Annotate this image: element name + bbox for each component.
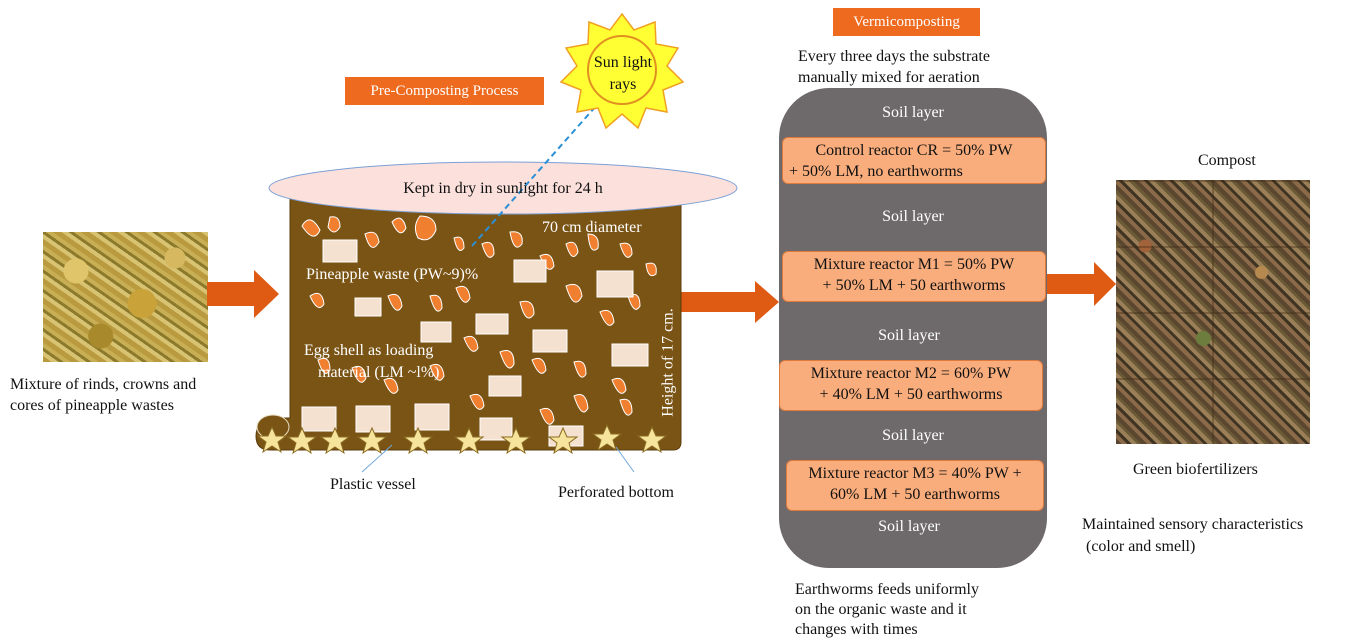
reactor-m1-line2: + 50% LM + 50 earthworms [822, 277, 1006, 294]
output-note-line2: (color and smell) [1086, 538, 1196, 555]
reactor-cr-line1: Control reactor CR = 50% PW [815, 142, 1013, 159]
arrow-right-icon [1046, 262, 1116, 306]
reactor-cr-line2: + 50% LM, no earthworms [789, 163, 963, 180]
pineapple-pieces [301, 215, 657, 425]
compost-title: Compost [1198, 152, 1256, 169]
perforated-bottom-leader [615, 446, 635, 473]
soil-layer-label: Soil layer [882, 427, 944, 444]
arrow-right-icon [207, 270, 279, 318]
soil-layer-label: Soil layer [882, 104, 944, 121]
vermicomposting-footer-line2: on the organic waste and it [795, 601, 967, 618]
reactor-m3-line2: 60% LM + 50 earthworms [830, 486, 1000, 503]
reactor-m3-line1: Mixture reactor M3 = 40% PW + [808, 465, 1022, 482]
sun-ray-line [471, 87, 613, 247]
raw-material-caption: Mixture of rinds, crowns and cores of pi… [10, 376, 197, 414]
reactor-m2-line2: + 40% LM + 50 earthworms [819, 386, 1003, 403]
output-note-line1: Maintained sensory characteristics [1082, 516, 1304, 533]
vermicomposting-note-line2: manually mixed for aeration [798, 69, 980, 86]
lid-text: Kept in dry in sunlight for 24 h [403, 180, 603, 197]
reactor-m2-line1: Mixture reactor M2 = 60% PW [810, 365, 1012, 382]
plastic-vessel-leader [361, 444, 393, 473]
pineapple-waste-photo [43, 232, 208, 362]
height-label: Height of 17 cm. [659, 308, 677, 417]
diameter-label: 70 cm diameter [542, 219, 642, 236]
sun-icon [559, 12, 685, 130]
vermicomposting-footer-line3: changes with times [795, 621, 918, 638]
reactor-box-m3: Mixture reactor M3 = 40% PW + 60% LM + 5… [786, 460, 1044, 511]
egg-shell-label-line2: material (LM ~l%) [318, 364, 440, 381]
perforated-bottom-label: Perforated bottom [558, 484, 674, 501]
perforation-stars [256, 423, 668, 455]
vermicomposting-footer-line1: Earthworms feeds uniformly [795, 581, 979, 598]
precomposting-title: Pre-Composting Process [345, 77, 544, 105]
reactor-box-m1: Mixture reactor M1 = 50% PW + 50% LM + 5… [782, 251, 1046, 302]
vermicomposting-note-line1: Every three days the substrate [798, 48, 990, 65]
sun-label-line2: rays [609, 76, 637, 93]
soil-layer-label: Soil layer [882, 208, 944, 225]
soil-layer-label: Soil layer [878, 327, 940, 344]
soil-layer-label: Soil layer [878, 518, 940, 535]
pineapple-waste-label: Pineapple waste (PW~9)% [306, 266, 479, 283]
reactor-box-m2: Mixture reactor M2 = 60% PW + 40% LM + 5… [779, 360, 1043, 411]
compost-photo [1116, 180, 1310, 444]
arrow-right-icon [681, 281, 779, 323]
reactor-m1-line1: Mixture reactor M1 = 50% PW [813, 256, 1015, 273]
reactor-box-cr: Control reactor CR = 50% PW + 50% LM, no… [782, 137, 1046, 184]
egg-shell-pieces [301, 239, 649, 447]
sun-label-line1: Sun light [593, 54, 653, 71]
plastic-vessel-label: Plastic vessel [330, 476, 416, 493]
vermicomposting-title: Vermicomposting [833, 8, 980, 36]
compost-subtitle: Green biofertilizers [1133, 461, 1258, 478]
egg-shell-label-line1: Egg shell as loading [304, 342, 434, 359]
vessel-lid [268, 161, 738, 215]
